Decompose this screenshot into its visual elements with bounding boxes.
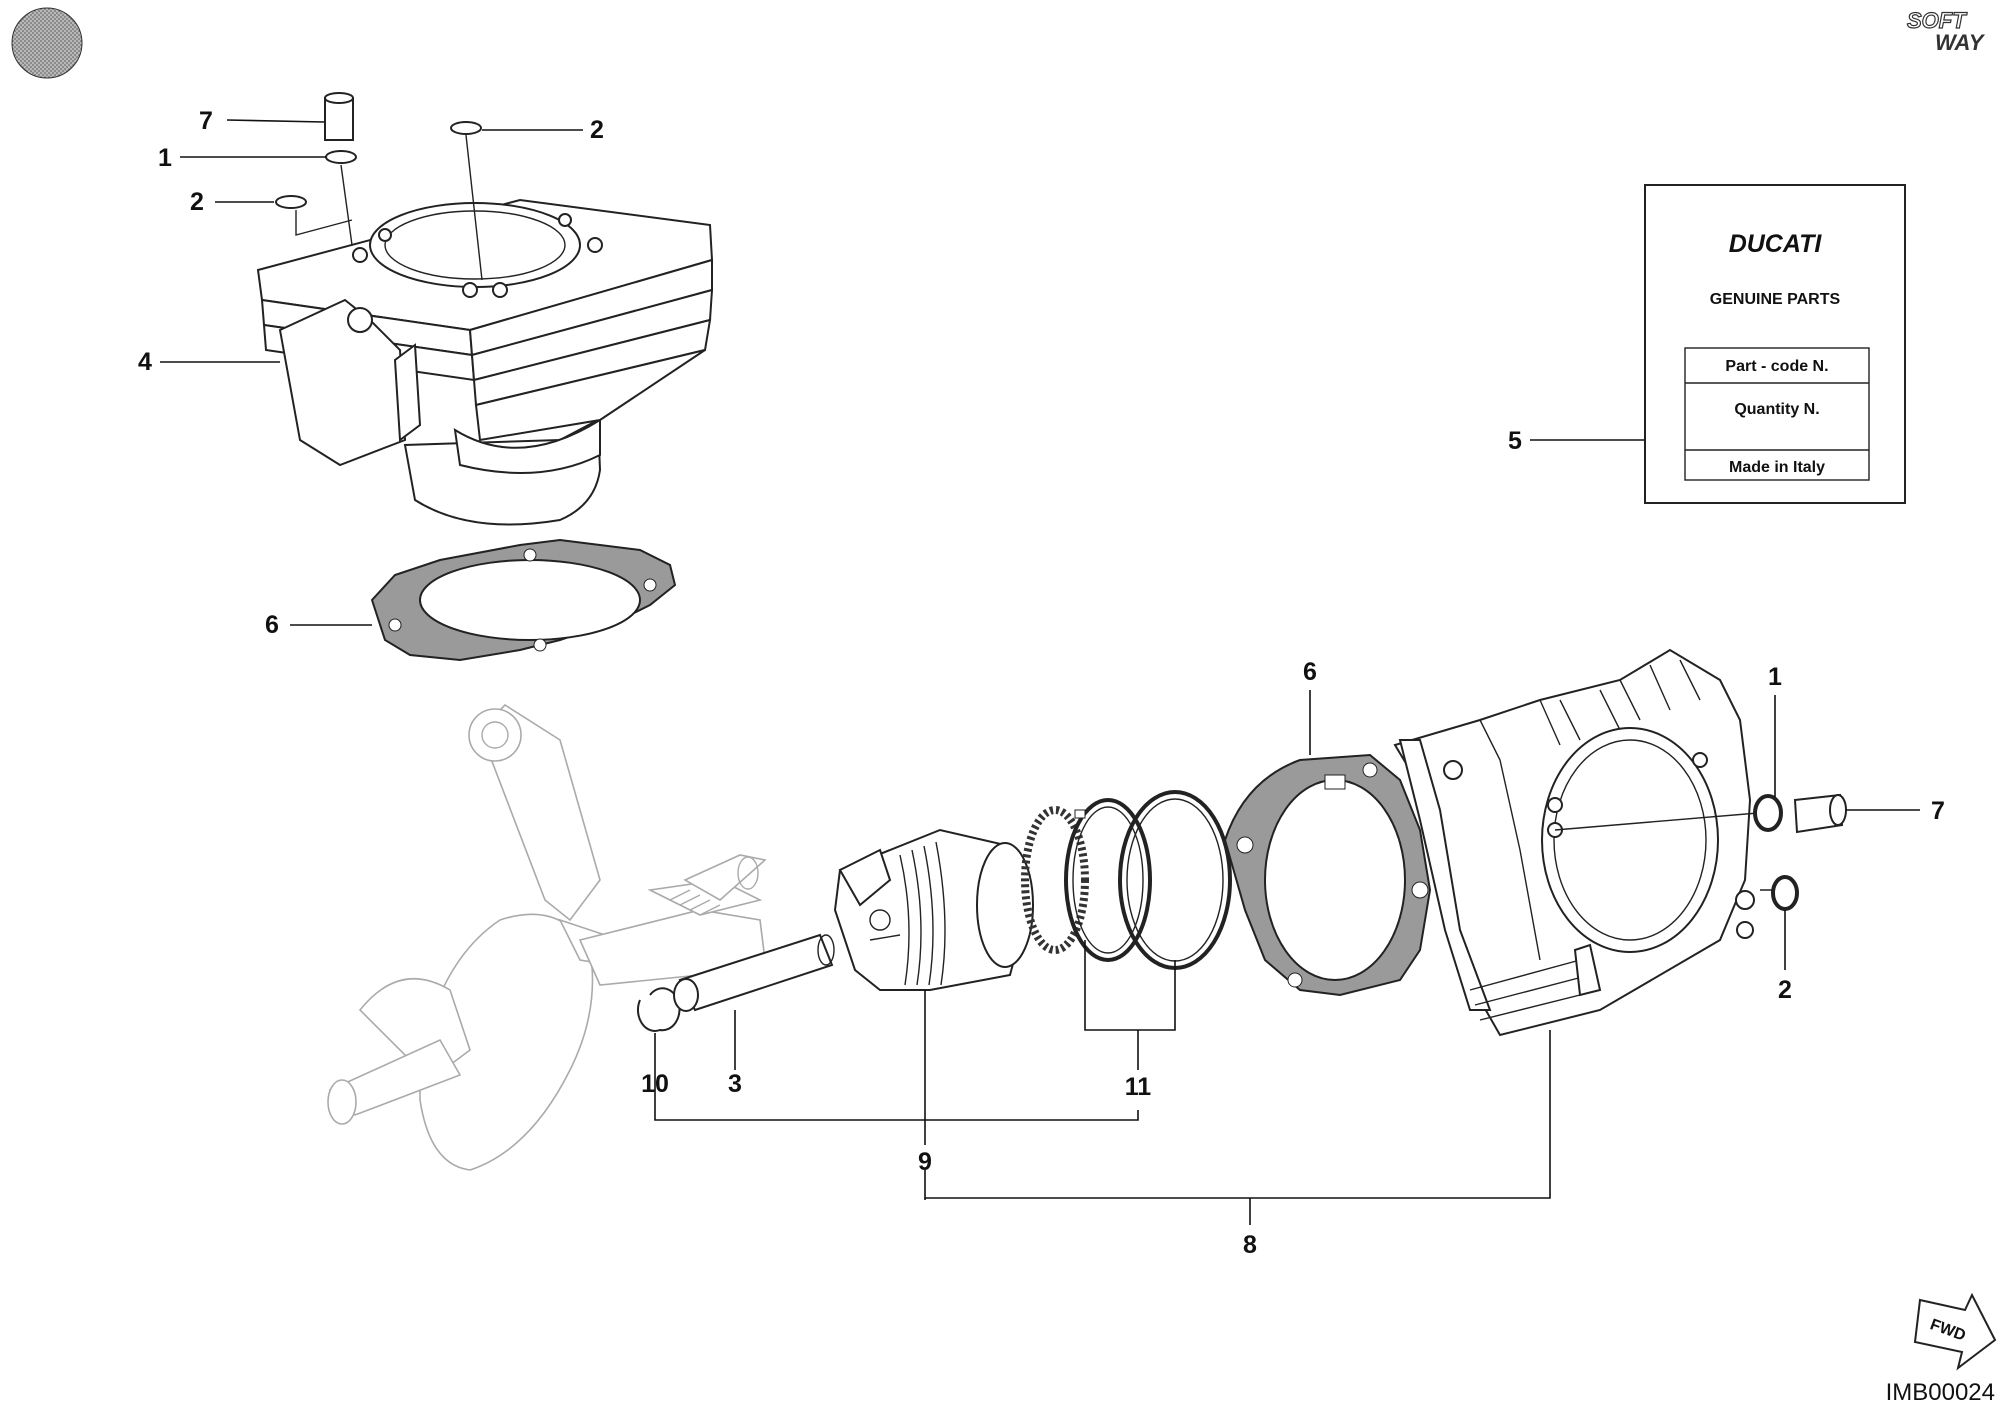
label-quantity: Quantity N. — [1734, 401, 1819, 418]
callout-3: 3 — [728, 1070, 742, 1098]
callout-2-right: 2 — [1778, 976, 1792, 1004]
callout-2-top-right: 2 — [590, 116, 604, 144]
piston-pin — [673, 933, 835, 1012]
oring-right-2 — [1771, 875, 1799, 911]
callout-8: 8 — [1243, 1231, 1257, 1259]
cylinder-right — [1393, 648, 1755, 1037]
callout-1-top: 1 — [158, 144, 172, 172]
cylinder-top — [256, 198, 714, 526]
circlip — [636, 987, 681, 1032]
oring-top-1 — [325, 150, 357, 164]
callout-1-right: 1 — [1768, 663, 1782, 691]
svg-text:SOFT: SOFT — [1907, 8, 1967, 33]
piston-rings — [1021, 790, 1232, 970]
label-part-code: Part - code N. — [1725, 358, 1828, 375]
piston — [833, 828, 1034, 991]
callout-2-top-left: 2 — [190, 188, 204, 216]
half-disc-icon — [11, 7, 83, 79]
callout-11: 11 — [1125, 1073, 1152, 1101]
callout-7-top: 7 — [199, 107, 213, 135]
fwd-arrow-icon: FWD — [1913, 1292, 1997, 1371]
oring-top-2-left — [275, 195, 307, 209]
oring-top-2-right — [450, 121, 482, 135]
oring-right-1 — [1753, 794, 1783, 832]
callout-10: 10 — [641, 1070, 669, 1098]
callout-4: 4 — [138, 348, 152, 376]
callout-5: 5 — [1508, 427, 1522, 455]
dowel-right — [1793, 793, 1847, 834]
leader-lines — [160, 119, 1920, 1225]
genuine-parts-label: DUCATI GENUINE PARTS Part - code N. Quan… — [1644, 184, 1906, 504]
gasket-middle — [1223, 753, 1432, 997]
svg-text:WAY: WAY — [1935, 30, 1986, 55]
callout-6-top: 6 — [265, 611, 279, 639]
dowel-top — [324, 92, 354, 141]
drawing-code: IMB00024 — [1886, 1379, 1995, 1406]
label-subtitle: GENUINE PARTS — [1710, 291, 1841, 308]
callout-7-right: 7 — [1931, 797, 1945, 825]
callout-9: 9 — [918, 1148, 932, 1176]
label-brand: DUCATI — [1729, 230, 1823, 258]
softway-logo: SOFT WAY — [1905, 6, 1991, 56]
label-made-in: Made in Italy — [1729, 459, 1825, 476]
callout-6-mid: 6 — [1303, 658, 1317, 686]
gasket-top — [370, 538, 677, 662]
crankshaft — [327, 703, 767, 1171]
